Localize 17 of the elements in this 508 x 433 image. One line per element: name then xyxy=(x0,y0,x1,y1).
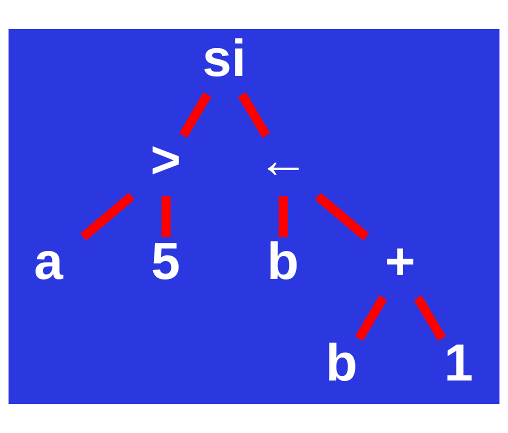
connector xyxy=(162,196,171,238)
node-text: > xyxy=(150,131,181,190)
connector xyxy=(414,295,446,341)
node-text: b xyxy=(326,334,358,393)
connector xyxy=(355,295,388,341)
connector xyxy=(278,196,288,238)
connector xyxy=(80,192,135,241)
node-text: si xyxy=(202,30,246,88)
node-text: 1 xyxy=(444,334,474,393)
connector xyxy=(238,92,270,138)
node-text: a xyxy=(34,233,63,291)
node-text: b xyxy=(267,233,299,291)
node-text: + xyxy=(384,233,416,291)
node-text: 5 xyxy=(151,233,180,291)
connector xyxy=(179,92,212,138)
connector xyxy=(314,192,370,241)
node-text: ← xyxy=(257,131,310,190)
